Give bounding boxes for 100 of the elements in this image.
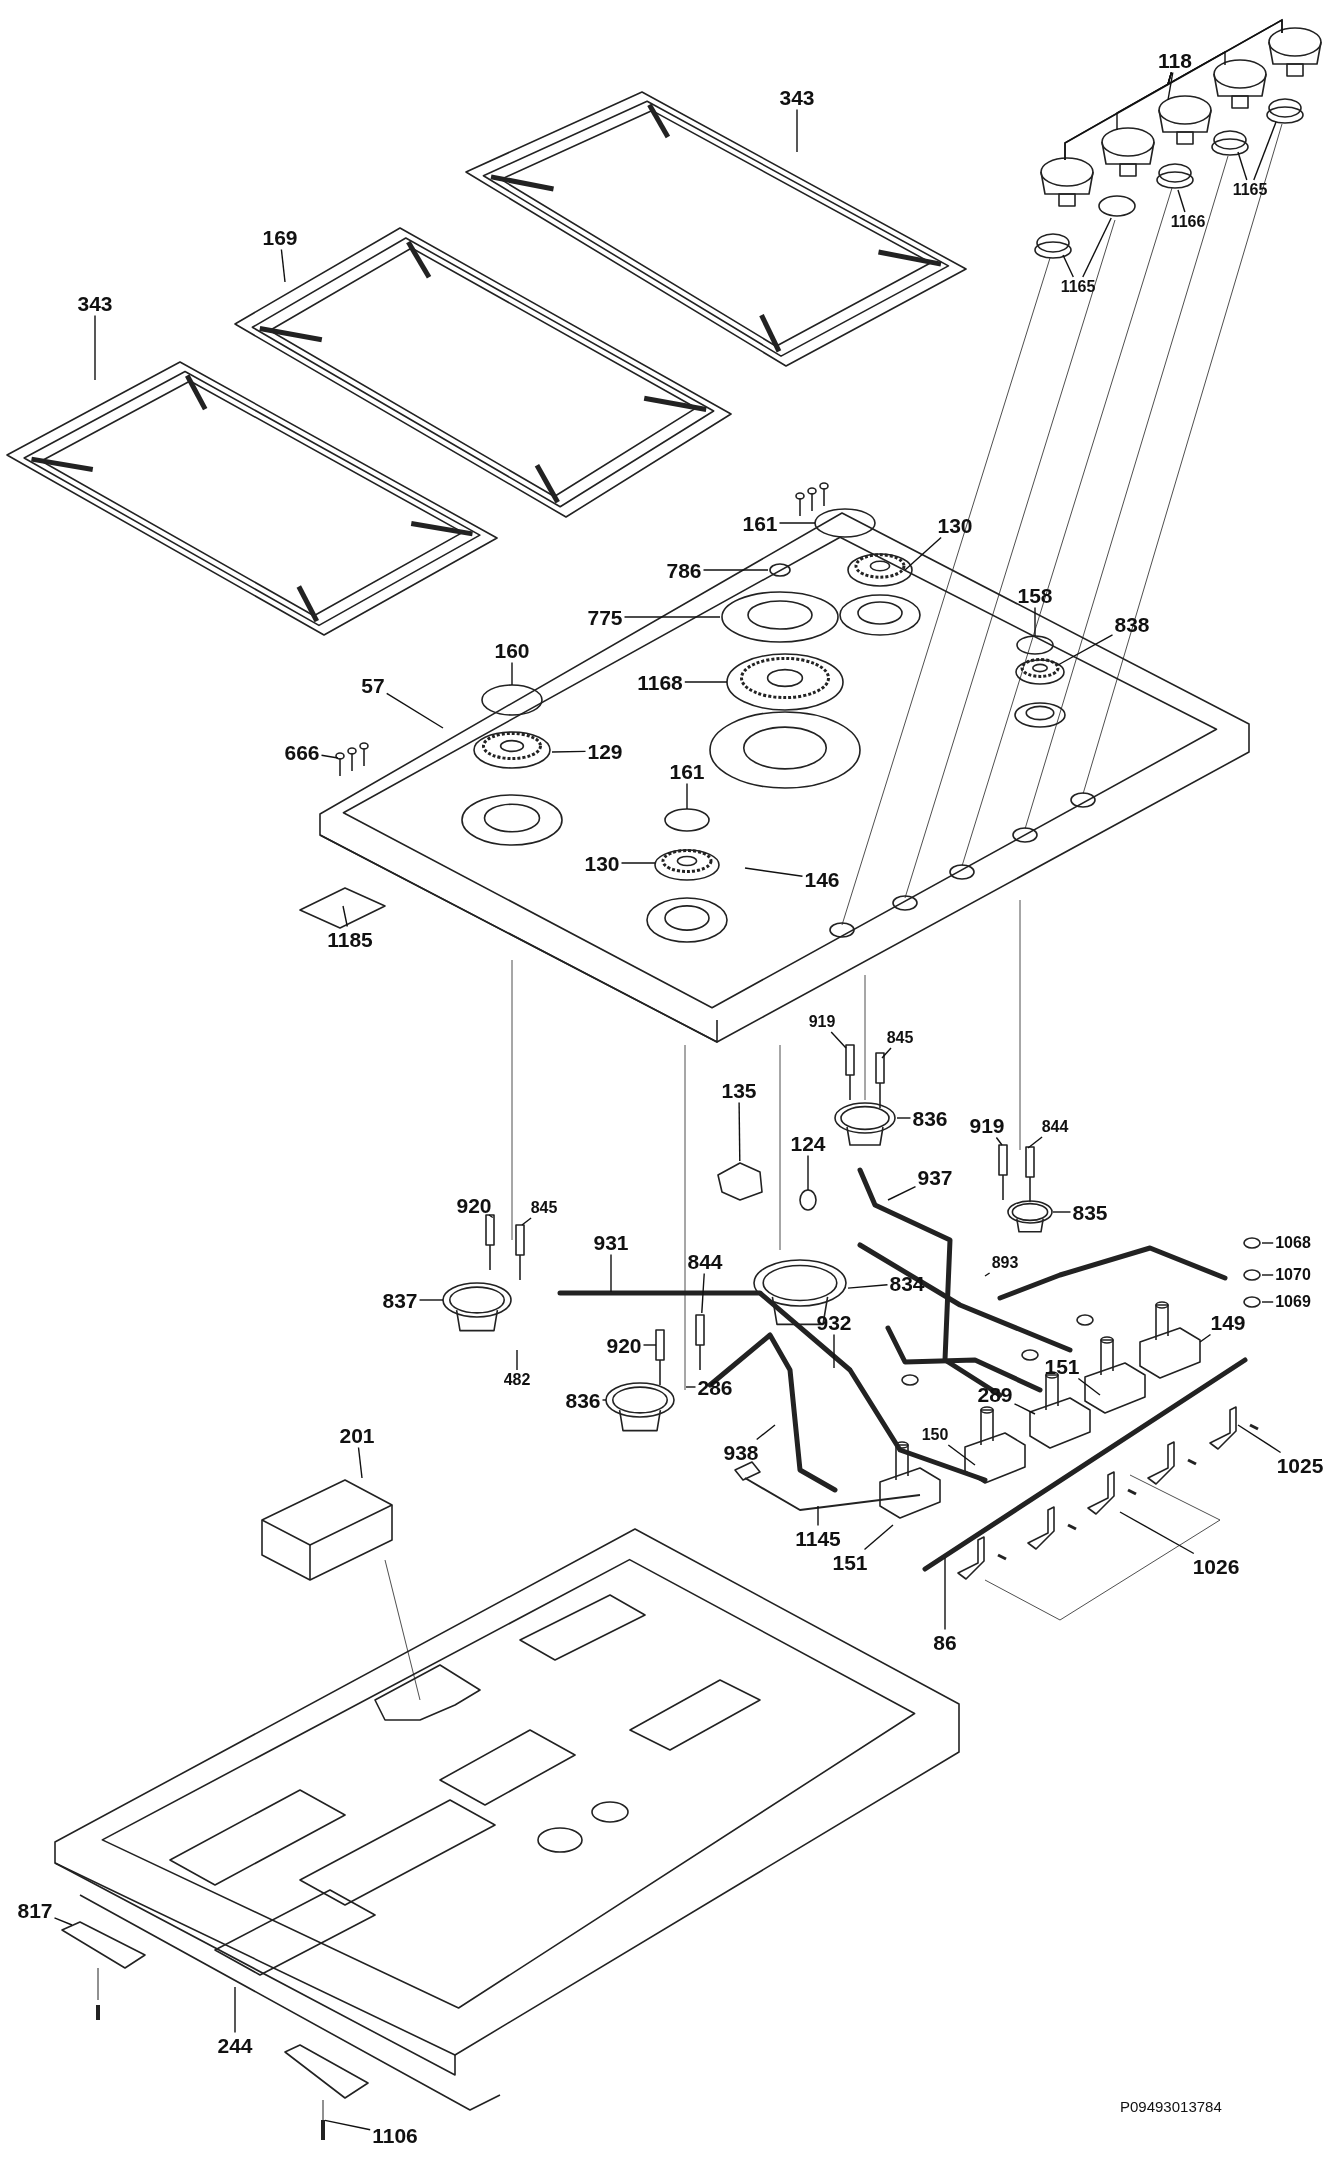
leader-line [511,661,513,686]
callout-number: 343 [779,86,815,108]
callout-number: 786 [666,559,702,581]
callout-number: 844 [1041,1119,1069,1135]
callout-number: 158 [1017,584,1053,606]
callout-number: 129 [587,740,623,762]
leader-line [1082,217,1112,278]
leader-line [610,1253,612,1293]
callout-number: 161 [742,512,778,534]
callout-number: 931 [593,1231,629,1253]
callout-number: 919 [808,1014,836,1030]
callout-number: 920 [606,1334,642,1356]
leader-line [521,1217,532,1226]
leader-line [1253,121,1277,181]
callout-number: 161 [669,760,705,782]
callout-number: 1106 [372,2124,418,2146]
leader-line [234,1986,236,2034]
callout-number: 838 [1114,613,1150,635]
leader-line [1166,18,1283,86]
callout-number: 817 [17,1899,53,1921]
leader-line [904,536,942,571]
callout-number: 845 [530,1200,558,1216]
leader-line [701,1272,705,1314]
callout-number: 1026 [1192,1555,1240,1577]
callout-number: 919 [969,1114,1005,1136]
callout-number: 151 [1044,1355,1080,1377]
callout-number: 286 [697,1376,733,1398]
callout-number: 837 [382,1289,418,1311]
callout-number: 1185 [327,928,373,950]
leader-line [1062,254,1074,278]
callout-number: 151 [832,1551,868,1573]
callout-number: 343 [77,292,113,314]
drawing-code: P09493013784 [1120,2098,1222,2115]
leader-line [944,1557,946,1631]
burner-cap [769,563,791,577]
leader-line [817,1505,819,1527]
leader-line [744,867,804,877]
callout-number: 1069 [1275,1294,1311,1310]
leader-line [702,569,769,571]
callout-number: 1166 [1170,214,1206,230]
callout-number: 938 [723,1441,759,1463]
leader-line [847,1284,889,1289]
callout-number: 1165 [1060,279,1096,295]
callout-number: 149 [1210,1311,1246,1333]
callout-number: 1068 [1275,1235,1311,1251]
callout-number: 86 [933,1631,957,1653]
callout-number: 893 [991,1255,1019,1271]
leader-line [386,692,444,729]
leader-line [1077,1377,1101,1396]
callout-number: 666 [284,741,320,763]
leader-line [516,1349,518,1371]
leader-line [796,108,798,153]
leader-line [357,1446,363,1479]
leader-line [684,681,728,683]
callout-number: 130 [937,514,973,536]
elbow-fitting-drawing [717,1162,763,1201]
leader-line [830,1031,847,1049]
callout-number: 835 [1072,1201,1108,1223]
callout-number: 130 [584,852,620,874]
leader-line [896,1117,912,1119]
leader-line [863,1524,894,1551]
callout-number: 1165 [1232,182,1268,198]
callout-number: 932 [816,1311,852,1333]
leader-line [1237,151,1248,181]
leader-line [488,1214,494,1219]
leader-line [833,1333,835,1369]
leader-line [807,1154,809,1191]
callout-number: 482 [503,1372,531,1388]
callout-number: 775 [587,606,623,628]
leader-line [53,1917,73,1926]
leader-line [1237,1424,1282,1454]
leader-line [551,750,587,753]
leader-line [778,522,816,524]
washer [1243,1296,1261,1308]
callout-number: 146 [804,868,840,890]
callout-number: 118 [1158,49,1192,71]
callout-number: 135 [721,1079,757,1101]
leader-line [324,2119,371,2131]
leader-line [1261,1274,1274,1276]
leader-line [1167,71,1174,101]
callout-number: 836 [912,1107,948,1129]
leader-line [881,1047,892,1059]
leader-line [685,1386,697,1388]
leader-line [1119,1511,1195,1555]
leader-line [1013,1403,1036,1415]
callout-number: 57 [361,674,385,696]
callout-number: 1145 [795,1527,841,1549]
leader-line [342,905,348,928]
callout-number: 1025 [1276,1454,1323,1476]
leader-line [1261,1301,1274,1303]
leader-line [94,314,96,381]
callout-number: 845 [886,1030,914,1046]
leader-line [280,248,286,283]
leader-line [686,782,688,810]
leader-line [1261,1242,1274,1244]
callout-number: 201 [339,1424,375,1446]
leader-line [738,1101,741,1162]
leader-line [620,862,656,864]
leader-line [642,1344,657,1346]
callout-number: 1168 [637,671,683,693]
